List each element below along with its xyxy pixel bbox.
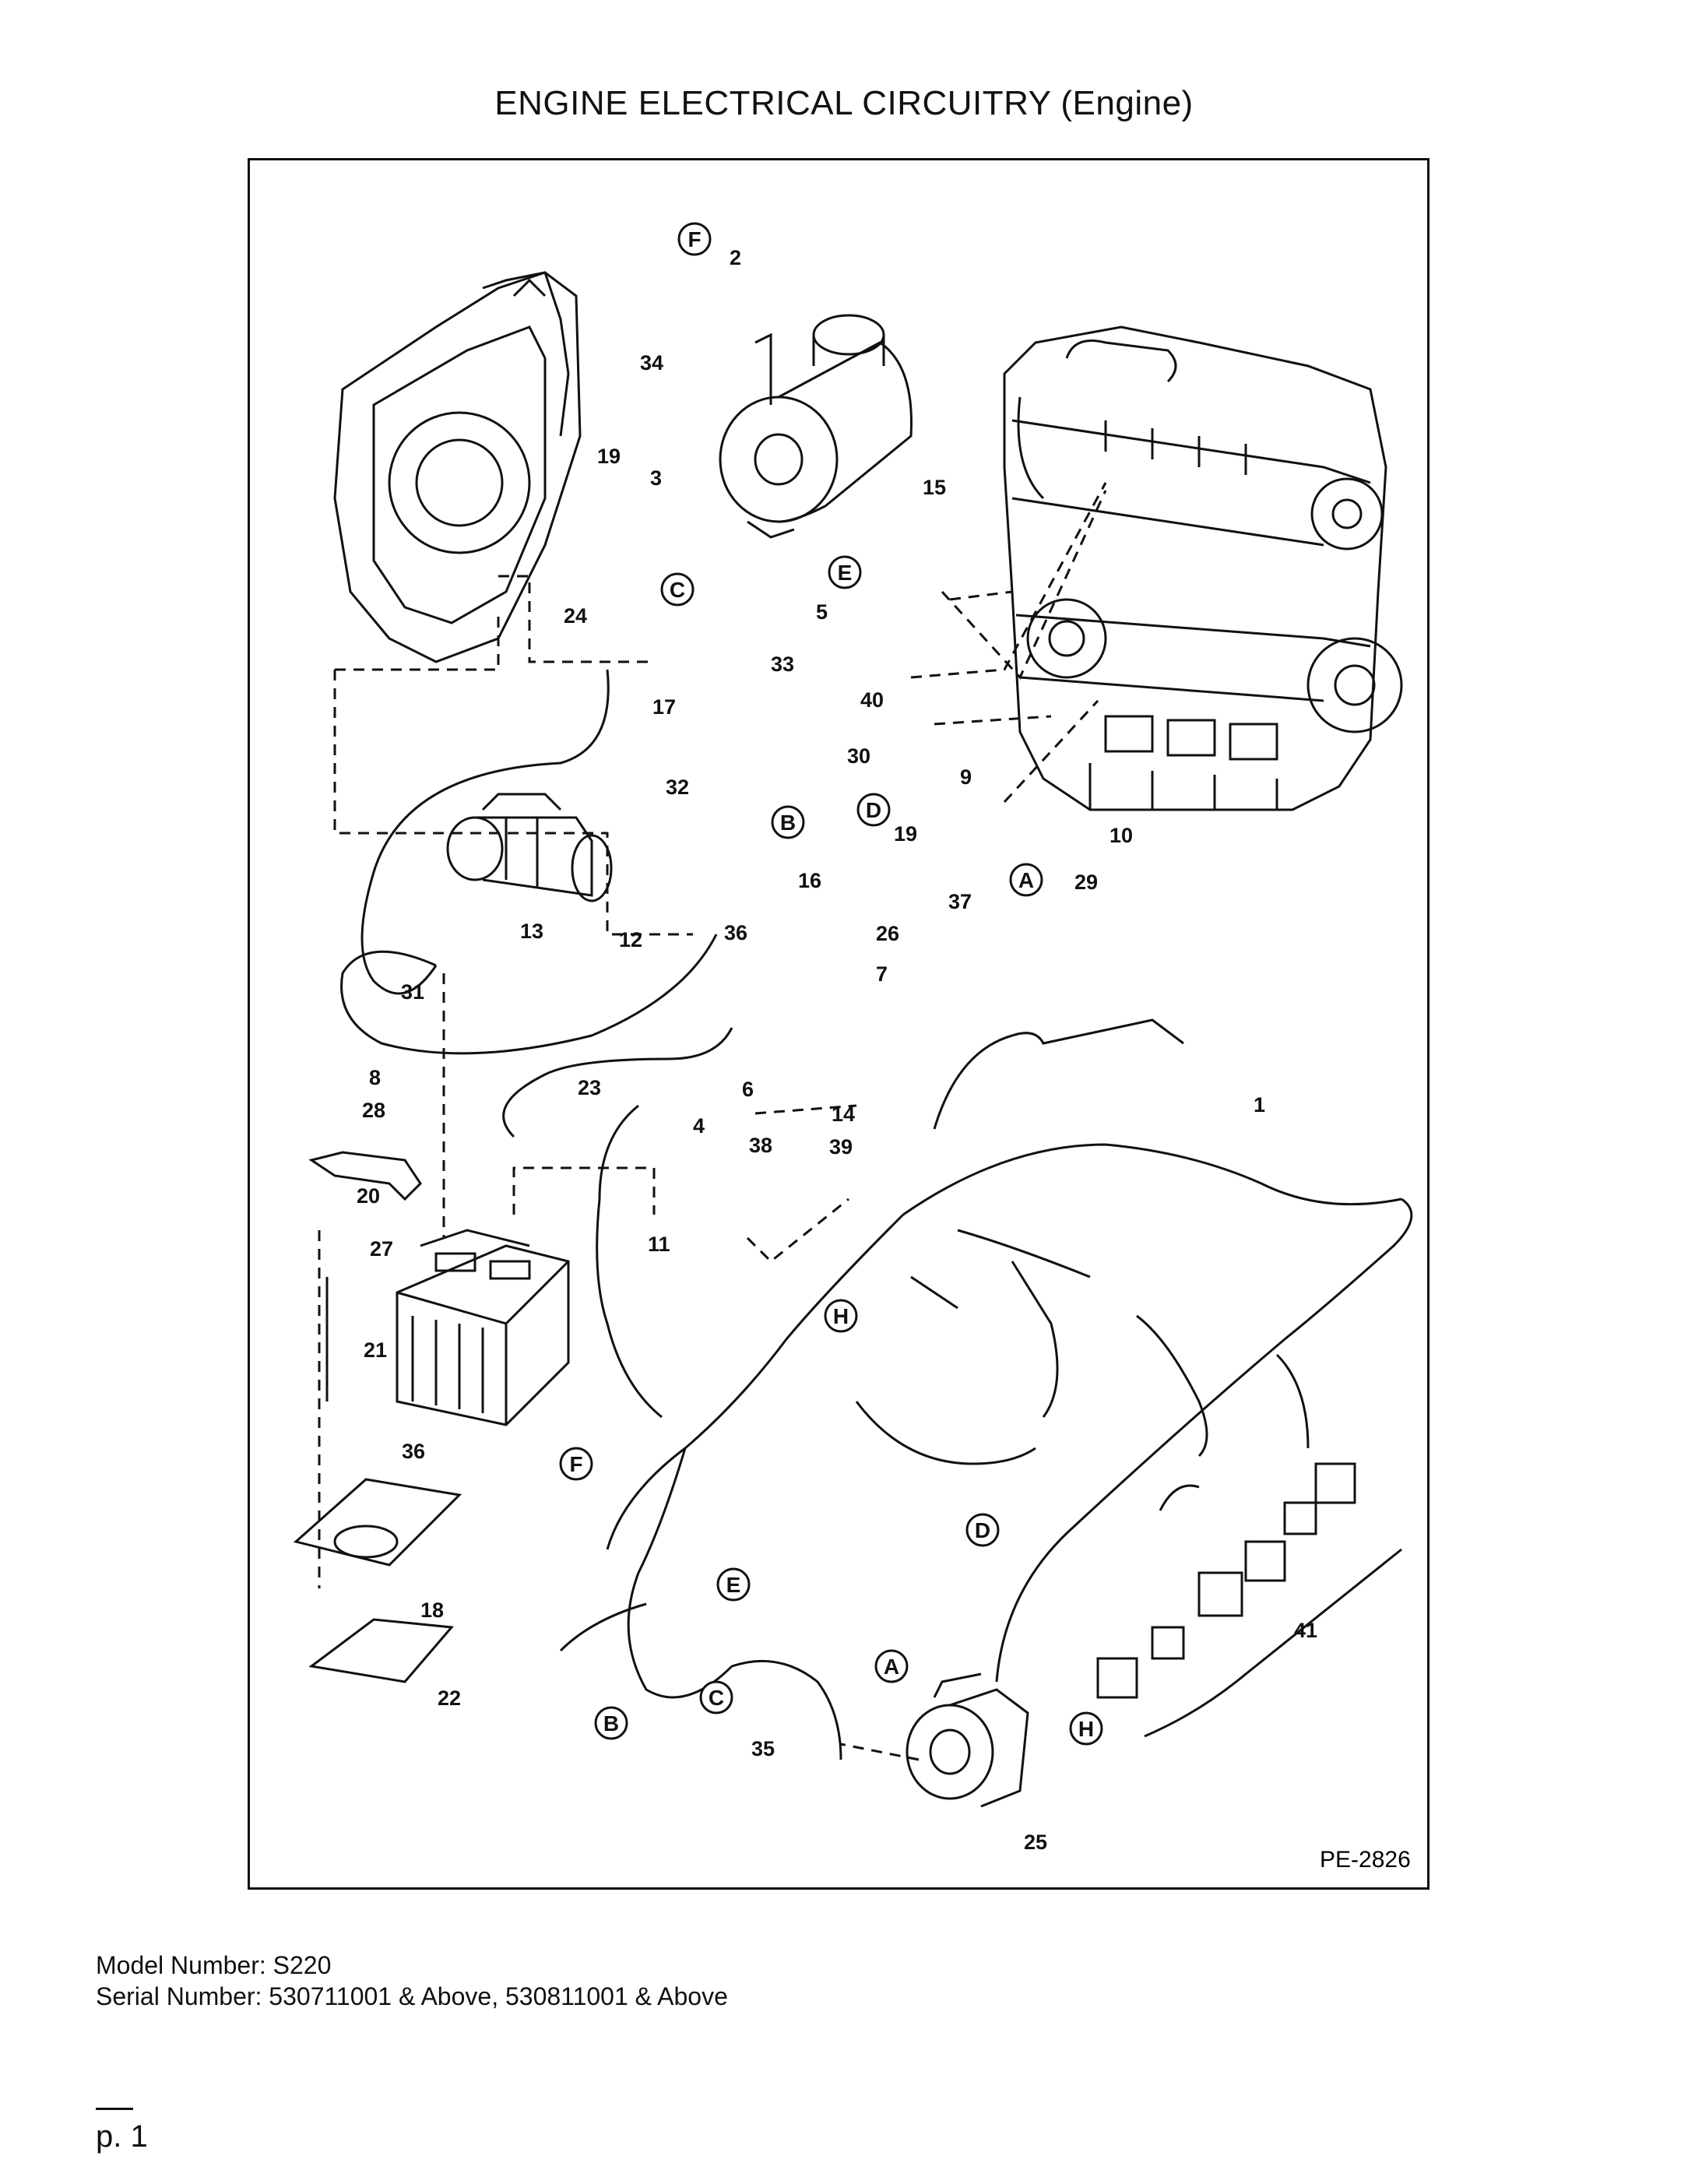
figure-code: PE-2826: [1320, 1847, 1411, 1873]
callout-8: 8: [369, 1066, 381, 1089]
connector-letter-f: F: [559, 1447, 593, 1481]
callout-36a: 36: [724, 921, 747, 944]
alternator-drawing: [906, 1672, 1029, 1808]
flywheel-housing-drawing: [333, 271, 582, 663]
callout-7: 7: [876, 962, 888, 986]
connector-letter-a: A: [874, 1649, 909, 1683]
callout-1: 1: [1254, 1093, 1265, 1117]
callout-32: 32: [666, 775, 689, 799]
cable-drawings: [340, 669, 733, 1419]
callout-16: 16: [798, 869, 821, 892]
svg-text:H: H: [833, 1304, 849, 1328]
svg-text:D: D: [866, 798, 881, 822]
connector-letter-c: C: [699, 1680, 733, 1714]
connector-letter-f: F: [677, 222, 712, 256]
callout-9: 9: [960, 765, 972, 789]
callout-21: 21: [364, 1338, 387, 1362]
callout-10: 10: [1110, 824, 1133, 847]
callout-19b: 19: [894, 822, 917, 846]
callout-12: 12: [619, 928, 642, 951]
callout-22: 22: [438, 1686, 461, 1710]
grommet-kit-drawing: [1096, 1462, 1356, 1699]
callout-30: 30: [847, 744, 870, 768]
connector-letters: A A B B C C D D E E F F H H: [559, 222, 1103, 1746]
svg-text:F: F: [688, 227, 701, 251]
connector-letter-h: H: [824, 1299, 858, 1333]
svg-text:D: D: [975, 1518, 990, 1542]
callout-34: 34: [640, 351, 663, 375]
wire-harness-drawing: [559, 1018, 1413, 1760]
callout-31: 31: [401, 980, 424, 1004]
battery-tray-drawing: [293, 1151, 462, 1683]
svg-text:C: C: [670, 578, 685, 602]
callout-23: 23: [578, 1076, 601, 1099]
callout-20: 20: [357, 1184, 380, 1208]
serial-number: Serial Number: 530711001 & Above, 530811…: [96, 1982, 728, 2010]
callout-35: 35: [751, 1737, 775, 1760]
svg-text:A: A: [884, 1655, 899, 1679]
connector-letter-e: E: [828, 555, 862, 589]
starter-drawing: [446, 793, 613, 902]
battery-drawing: [396, 1229, 570, 1426]
callout-4: 4: [693, 1114, 705, 1138]
callout-26: 26: [876, 922, 899, 945]
callout-29: 29: [1074, 870, 1098, 894]
svg-text:E: E: [726, 1573, 741, 1597]
callout-11: 11: [648, 1233, 670, 1256]
svg-text:H: H: [1078, 1717, 1094, 1741]
callout-6: 6: [742, 1078, 754, 1101]
diagram-frame: [248, 158, 1430, 1890]
callout-5: 5: [816, 600, 828, 624]
connector-letter-b: B: [594, 1706, 628, 1740]
svg-text:B: B: [780, 811, 796, 835]
callout-2: 2: [730, 246, 741, 269]
connector-letter-a: A: [1009, 863, 1043, 897]
page-divider: [96, 2108, 133, 2110]
callout-18: 18: [420, 1598, 444, 1622]
callout-3: 3: [650, 466, 662, 490]
callout-15: 15: [923, 476, 946, 499]
model-number: Model Number: S220: [96, 1951, 332, 1979]
callout-19a: 19: [597, 445, 621, 468]
svg-text:A: A: [1018, 868, 1034, 892]
callout-39: 39: [829, 1135, 853, 1159]
connector-letter-c: C: [660, 572, 695, 607]
connector-letter-e: E: [716, 1567, 751, 1602]
svg-text:B: B: [603, 1711, 619, 1736]
callout-33: 33: [771, 652, 794, 676]
callout-17: 17: [652, 695, 676, 719]
connector-letter-h: H: [1069, 1711, 1103, 1746]
callout-14: 14: [832, 1103, 855, 1126]
callout-41: 41: [1294, 1619, 1317, 1642]
engine-block-drawing: [1003, 325, 1403, 811]
callout-numbers: 1 2 3 4 5 6 7 8 9 10 11 12 13 14 15 16 1…: [357, 246, 1317, 1854]
callout-38: 38: [749, 1134, 772, 1157]
connector-letter-b: B: [771, 805, 805, 839]
callout-36b: 36: [402, 1440, 425, 1463]
svg-text:F: F: [569, 1452, 582, 1476]
callout-24: 24: [564, 604, 587, 628]
callout-40: 40: [860, 688, 884, 712]
page-number: p. 1: [96, 2119, 148, 2154]
callout-28: 28: [362, 1099, 385, 1122]
svg-text:C: C: [709, 1686, 724, 1710]
callout-37: 37: [948, 890, 972, 913]
svg-text:E: E: [838, 561, 853, 585]
callout-13: 13: [520, 920, 543, 943]
air-cleaner-drawing: [719, 314, 913, 539]
dashed-leaders: [318, 482, 1107, 1761]
page-title: ENGINE ELECTRICAL CIRCUITRY (Engine): [494, 84, 1194, 122]
connector-letter-d: D: [856, 793, 891, 827]
callout-27: 27: [370, 1237, 393, 1261]
connector-letter-d: D: [965, 1513, 1000, 1547]
callout-25: 25: [1024, 1831, 1047, 1854]
